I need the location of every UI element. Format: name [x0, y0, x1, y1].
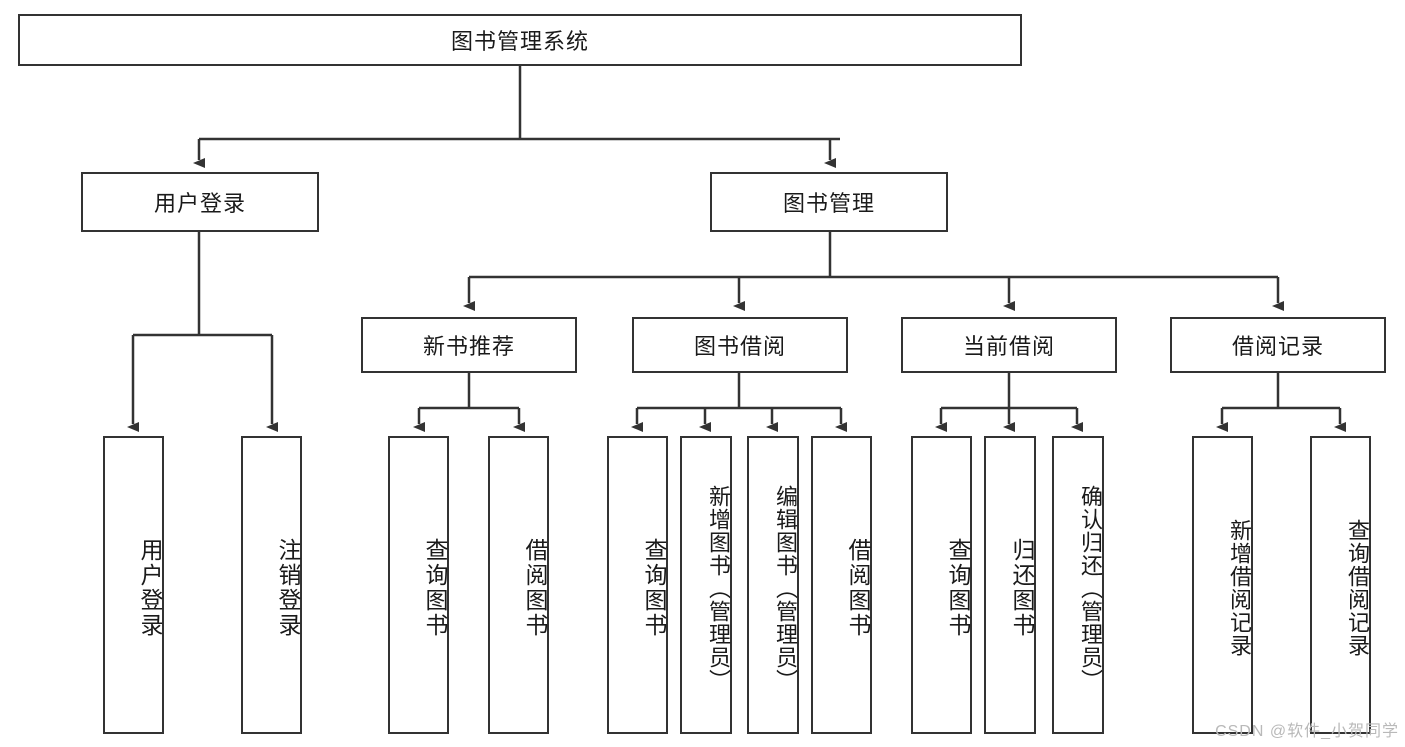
leaf-return-book[interactable]: 归还图书: [984, 436, 1036, 734]
node-new-book-recommend[interactable]: 新书推荐: [361, 317, 577, 373]
node-borrow-record[interactable]: 借阅记录: [1170, 317, 1386, 373]
leaf-borrow-book[interactable]: 借阅图书: [811, 436, 872, 734]
node-current-borrow[interactable]: 当前借阅: [901, 317, 1117, 373]
leaf-confirm-return-admin[interactable]: 确认归还（管理员）: [1052, 436, 1104, 734]
leaf-borrow-book-recommend[interactable]: 借阅图书: [488, 436, 549, 734]
leaf-logout[interactable]: 注销登录: [241, 436, 302, 734]
watermark-text: CSDN @软件_小贺同学: [1215, 723, 1399, 740]
leaf-query-book-recommend[interactable]: 查询图书: [388, 436, 449, 734]
leaf-add-book-admin[interactable]: 新增图书（管理员）: [680, 436, 732, 734]
node-user-login[interactable]: 用户登录: [81, 172, 319, 232]
node-book-borrow[interactable]: 图书借阅: [632, 317, 848, 373]
leaf-query-borrow-record[interactable]: 查询借阅记录: [1310, 436, 1371, 734]
node-book-management[interactable]: 图书管理: [710, 172, 948, 232]
leaf-add-borrow-record[interactable]: 新增借阅记录: [1192, 436, 1253, 734]
node-root[interactable]: 图书管理系统: [18, 14, 1022, 66]
leaf-edit-book-admin[interactable]: 编辑图书（管理员）: [747, 436, 799, 734]
leaf-query-book-current[interactable]: 查询图书: [911, 436, 972, 734]
leaf-user-login[interactable]: 用户登录: [103, 436, 164, 734]
leaf-query-book-borrow[interactable]: 查询图书: [607, 436, 668, 734]
